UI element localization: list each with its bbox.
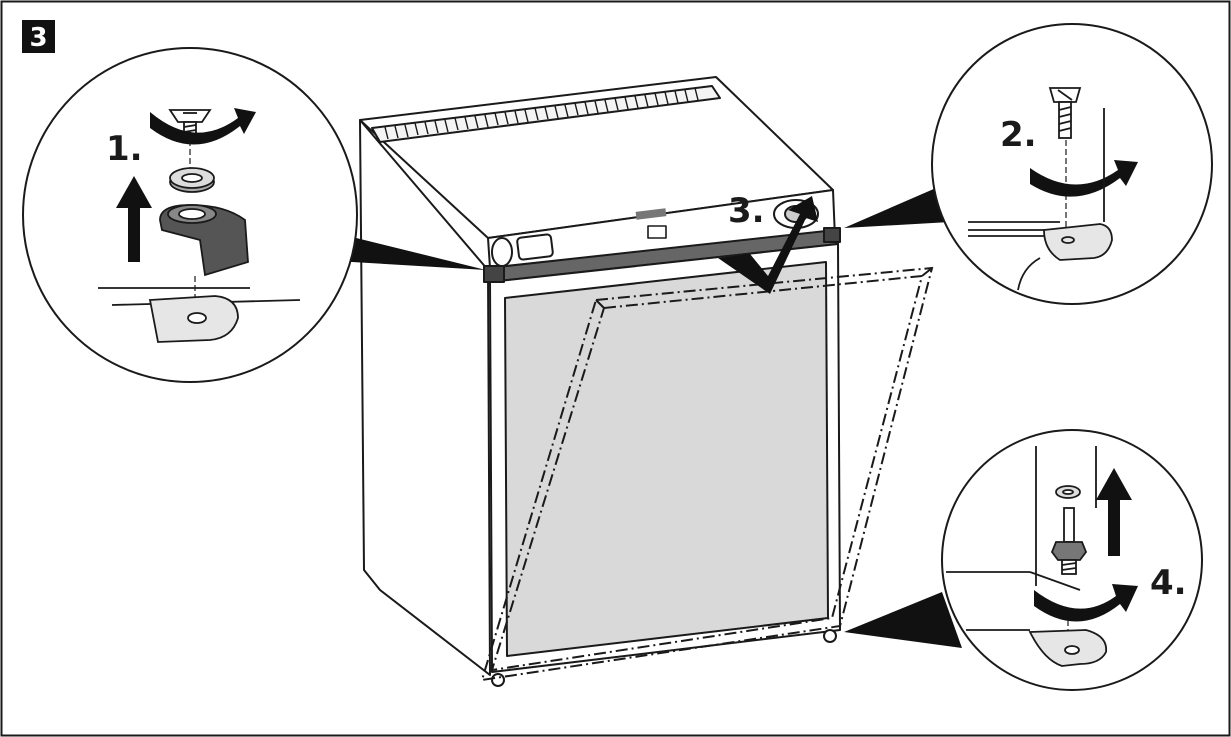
- screw-icon: [1048, 87, 1082, 139]
- door-latch: [647, 225, 667, 239]
- callout-wedge-1: [318, 232, 486, 270]
- up-arrow-icon: [116, 176, 152, 262]
- washer-icon: [169, 167, 215, 193]
- step-3-arrow: [718, 196, 818, 294]
- top-hinge-left: [483, 265, 505, 283]
- callout-2: [931, 23, 1213, 305]
- base-plate-icon: [1028, 629, 1108, 667]
- step-1-label: 1.: [106, 129, 143, 169]
- base-plate-icon: [98, 287, 301, 343]
- rotate-arrow-icon: [1034, 584, 1138, 622]
- hinge-pin-icon: [1050, 485, 1088, 575]
- figure-number: 3: [29, 23, 47, 53]
- bottom-foot-right: [823, 629, 837, 643]
- hinge-bracket-icon: [159, 204, 249, 277]
- cabinet-corner-icon: [946, 446, 1097, 631]
- rotate-arrow-icon: [150, 108, 256, 145]
- callout-wedge-2: [844, 188, 950, 228]
- refrigerator: [359, 76, 841, 687]
- door-panel: [504, 261, 829, 657]
- top-hinge-right: [823, 227, 841, 243]
- frame-edge-icon: [968, 108, 1113, 291]
- callout-1: [22, 47, 358, 383]
- vent-slots: [384, 87, 699, 140]
- display-window: [516, 233, 554, 261]
- up-arrow-icon: [1096, 468, 1132, 556]
- callout-4: [941, 429, 1203, 691]
- control-knob-left: [491, 237, 513, 267]
- rotate-arrow-icon: [1030, 160, 1138, 197]
- callout-wedge-4: [844, 592, 962, 648]
- step-2-label: 2.: [1000, 115, 1037, 155]
- brand-badge: [635, 208, 667, 220]
- vent-grille: [371, 85, 721, 143]
- step-3-label: 3.: [728, 191, 765, 231]
- step-4-label: 4.: [1150, 563, 1187, 603]
- figure-number-badge: 3: [22, 20, 55, 53]
- bottom-foot-left: [491, 673, 505, 687]
- door-removal-path: [480, 266, 934, 682]
- screw-icon: [168, 109, 212, 139]
